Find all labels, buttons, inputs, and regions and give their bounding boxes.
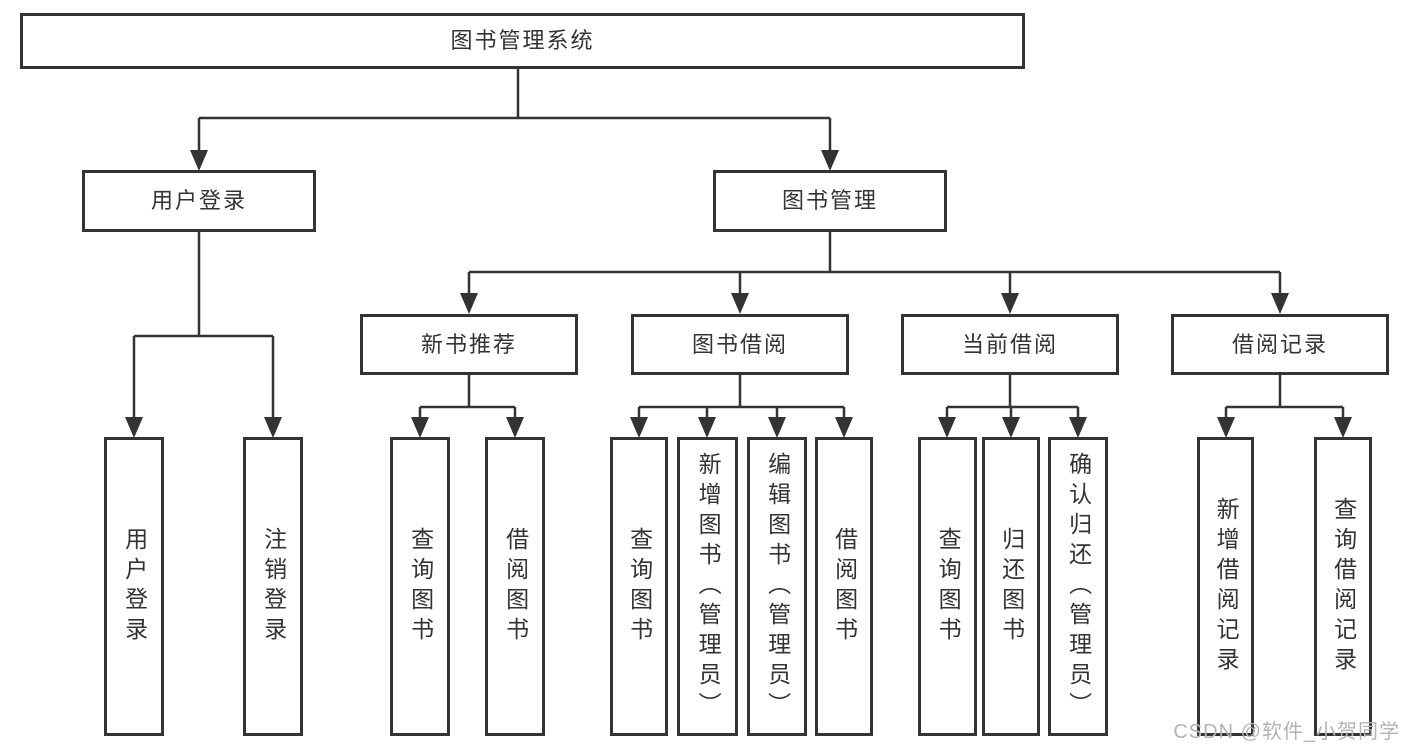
leaf-query-books-recommend: 查询图书	[390, 437, 450, 736]
leaf-borrow-books: 借阅图书	[815, 437, 873, 736]
leaf-add-books-admin: 新增图书（管理员）	[677, 437, 738, 736]
node-book-borrowing: 图书借阅	[631, 314, 849, 375]
leaf-query-borrow-record: 查询借阅记录	[1314, 437, 1372, 736]
node-new-book-recommendation: 新书推荐	[360, 314, 578, 375]
leaf-borrow-books-recommend: 借阅图书	[485, 437, 545, 736]
csdn-watermark: CSDN @软件_小贺同学	[1173, 721, 1400, 743]
node-user-login-module: 用户登录	[82, 170, 316, 232]
leaf-query-books-borrowing: 查询图书	[610, 437, 668, 736]
node-current-borrowing: 当前借阅	[901, 314, 1119, 375]
node-book-management-module: 图书管理	[713, 170, 947, 232]
leaf-add-borrow-record: 新增借阅记录	[1197, 437, 1254, 736]
node-library-management-system: 图书管理系统	[20, 13, 1025, 69]
leaf-user-login: 用户登录	[104, 437, 164, 736]
leaf-return-books: 归还图书	[982, 437, 1040, 736]
leaf-query-books-current: 查询图书	[918, 437, 977, 736]
node-borrowing-records: 借阅记录	[1171, 314, 1389, 375]
leaf-logout: 注销登录	[243, 437, 303, 736]
leaf-edit-books-admin: 编辑图书（管理员）	[747, 437, 807, 736]
leaf-confirm-return-admin: 确认归还（管理员）	[1048, 437, 1108, 736]
